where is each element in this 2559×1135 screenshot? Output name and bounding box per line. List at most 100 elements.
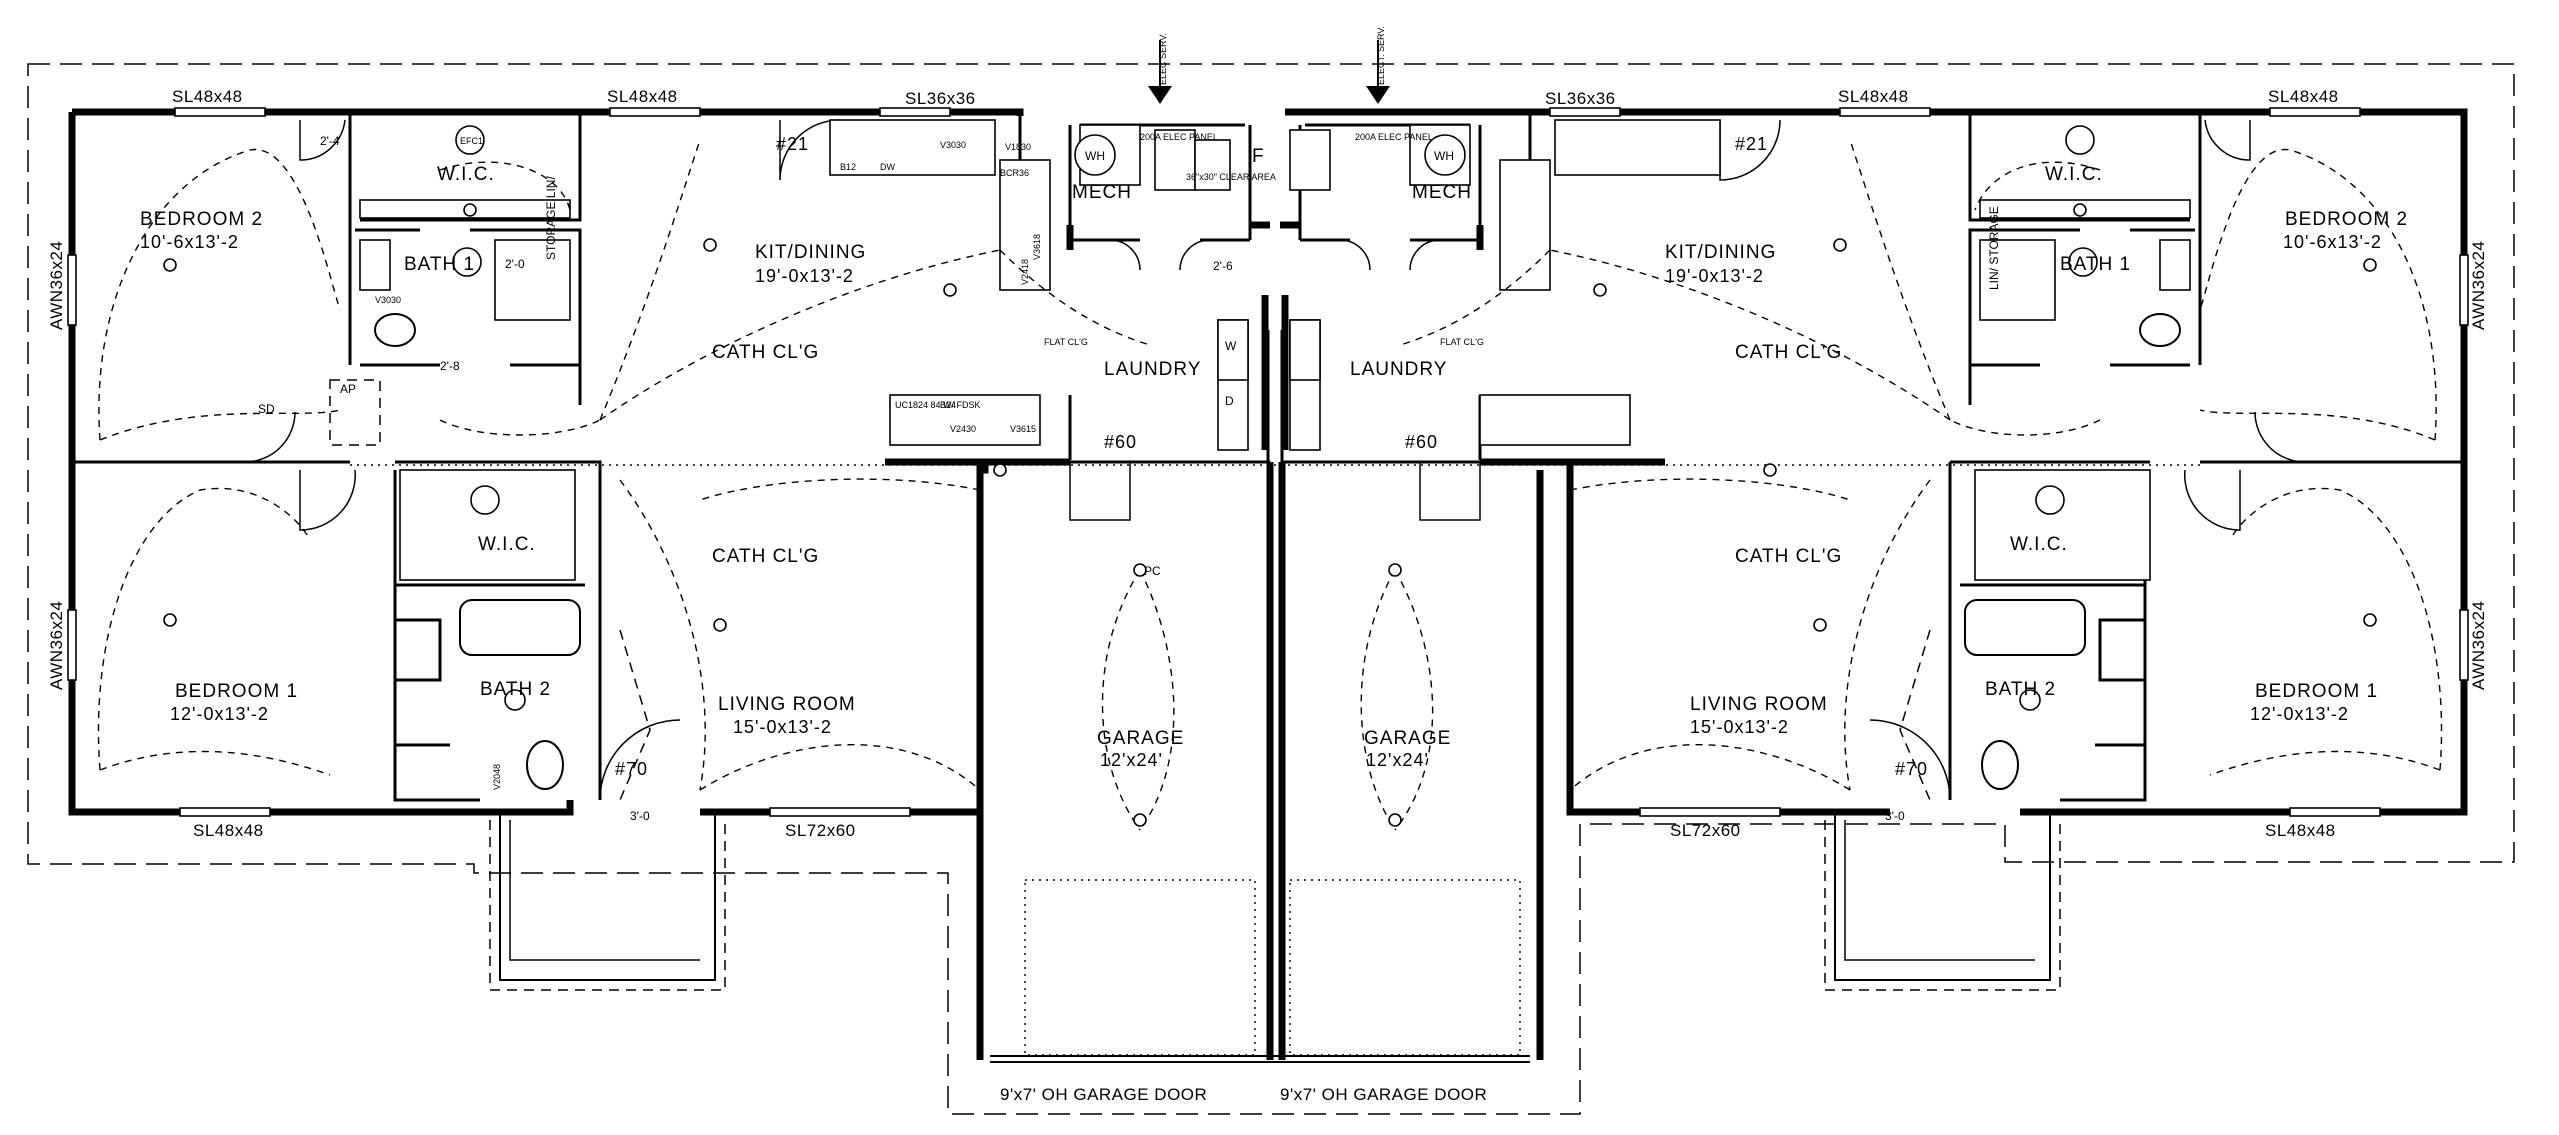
door-swings xyxy=(244,119,2306,801)
fixture-label: V2048 xyxy=(492,764,502,790)
room-label-garage: GARAGE xyxy=(1097,728,1184,749)
room-label-bath2: BATH 2 xyxy=(1985,679,2056,700)
ceiling-label-flat: FLAT CL'G xyxy=(1044,337,1088,347)
ap-box xyxy=(329,379,381,446)
interior-wall xyxy=(348,112,582,365)
porch-right xyxy=(1834,812,2051,981)
ceiling-label-cath-mid: CATH CL'G xyxy=(1735,546,1842,567)
garage-wall xyxy=(1278,462,1544,1060)
fixture-label: B12 xyxy=(840,162,856,172)
windows xyxy=(67,107,2469,817)
room-label-living: LIVING ROOM xyxy=(1690,694,1828,715)
room-dims-bedroom2: 10'-6x13'-2 xyxy=(2283,232,2382,252)
room-dims-bedroom1: 12'-0x13'-2 xyxy=(170,704,269,724)
room-label-storage: STORAGE LIN/ xyxy=(544,176,558,260)
ceiling-label-flat: FLAT CL'G xyxy=(1440,337,1484,347)
porch-dim: 3'-0 xyxy=(1885,809,1905,823)
fixture-label: SD xyxy=(258,402,275,416)
fixture-label: W xyxy=(1225,339,1237,353)
elec-panel-label: 200A ELEC PANEL xyxy=(1355,132,1433,142)
porch-right-steps xyxy=(1824,820,2061,991)
room-label-storage: LIN/ STORAGE xyxy=(1987,206,2001,290)
elec-panel-label: 200A ELEC PANEL xyxy=(1140,132,1218,142)
room-dims-kitchen: 19'-0x13'-2 xyxy=(1665,266,1764,286)
room-label-wic-bottom: W.I.C. xyxy=(2010,534,2068,555)
door-label-front: #70 xyxy=(615,759,648,779)
fixture-label: F xyxy=(1252,146,1265,167)
window-label: SL48x48 xyxy=(2268,87,2339,106)
fixture-label: V2418 xyxy=(1020,259,1030,285)
fixture-label: V3618 xyxy=(1032,234,1042,260)
fixture-label: PC xyxy=(1144,564,1161,578)
fixture-label: D xyxy=(1225,394,1234,408)
room-label-bedroom1: BEDROOM 1 xyxy=(2255,681,2378,702)
door-label-back: #21 xyxy=(776,134,809,154)
garage-car-outline xyxy=(1024,879,1256,1056)
window-label: SL72x60 xyxy=(785,821,856,840)
fixture-label: EFC1 xyxy=(460,136,483,146)
water-heater-left xyxy=(1074,134,1116,176)
efc-left-top xyxy=(455,125,485,155)
left-unit xyxy=(68,108,1274,1060)
window-label: SL48x48 xyxy=(1838,87,1909,106)
ceiling-label-cath-top: CATH CL'G xyxy=(1735,342,1842,363)
wh-label: WH xyxy=(1434,149,1454,163)
window-label: SL48x48 xyxy=(2265,821,2336,840)
fixture-label: UC1824 84 W/ FDSK xyxy=(895,400,981,410)
room-label-laundry: LAUNDRY xyxy=(1350,359,1447,380)
window-label: SL72x60 xyxy=(1670,821,1741,840)
window-label: AWN36x24 xyxy=(2469,241,2488,330)
wh-label: WH xyxy=(1085,149,1105,163)
efc-left-bottom xyxy=(470,485,500,515)
door-label-front: #70 xyxy=(1895,759,1928,779)
garage-wall xyxy=(1280,330,1540,464)
ceiling-label-cath-mid: CATH CL'G xyxy=(712,546,819,567)
room-label-bath1: BATH 1 xyxy=(404,254,475,275)
fixture-label: 36"x30" CLEAR AREA xyxy=(1186,172,1276,182)
ceiling-label-cath-top: CATH CL'G xyxy=(712,342,819,363)
room-label-bath1: BATH 1 xyxy=(2060,254,2131,275)
bath-fixtures xyxy=(359,199,2191,790)
fixture-label: V3030 xyxy=(375,295,401,305)
fixture-label: AP xyxy=(340,382,356,396)
window-label: SL48x48 xyxy=(172,87,243,106)
bath1-fan-left xyxy=(452,247,482,277)
porch-left-steps xyxy=(489,820,726,991)
door-label-garage: #60 xyxy=(1405,432,1438,452)
interior-wall xyxy=(393,460,602,802)
window-label: SL48x48 xyxy=(607,87,678,106)
garage-wall xyxy=(980,330,1270,464)
garage-door-label-right: 9'x7' OH GARAGE DOOR xyxy=(1280,1085,1487,1104)
room-label-mech: MECH xyxy=(1412,182,1472,203)
efc-right-bottom xyxy=(2035,485,2065,515)
room-label-bath2: BATH 2 xyxy=(480,679,551,700)
room-label-bedroom1: BEDROOM 1 xyxy=(175,681,298,702)
fixture-label: V1830 xyxy=(1005,142,1031,152)
window-label: SL48x48 xyxy=(193,821,264,840)
fixture-label: DW xyxy=(880,162,895,172)
window-label: AWN36x24 xyxy=(47,601,66,690)
room-label-kitchen: KIT/DINING xyxy=(1665,242,1776,263)
kitchen-counters xyxy=(829,119,1721,446)
room-label-kitchen: KIT/DINING xyxy=(755,242,866,263)
interior-wall xyxy=(395,583,585,747)
interior-wall xyxy=(1968,228,2195,405)
room-dims-garage: 12'x24' xyxy=(1100,750,1163,770)
room-label-mech: MECH xyxy=(1072,182,1132,203)
room-label-living: LIVING ROOM xyxy=(718,694,856,715)
room-label-wic-top: W.I.C. xyxy=(437,164,495,185)
fixture-label: V2430 xyxy=(950,424,976,434)
room-dims-bedroom1: 12'-0x13'-2 xyxy=(2250,704,2349,724)
room-label-garage: GARAGE xyxy=(1364,728,1451,749)
fixture-label: B24 xyxy=(940,400,956,410)
garage-wall xyxy=(976,462,1274,1060)
laundry-appliances xyxy=(1217,319,1321,451)
window-label: AWN36x24 xyxy=(2469,601,2488,690)
room-label-bedroom2: BEDROOM 2 xyxy=(140,209,263,230)
elec-serv-label: ELEC SERV. xyxy=(1158,33,1168,85)
window-label: SL36x36 xyxy=(1545,89,1616,108)
fixture-label: V3615 xyxy=(1010,424,1036,434)
elec-service-arrows xyxy=(1148,40,1390,104)
interior-wall xyxy=(1968,112,2202,365)
